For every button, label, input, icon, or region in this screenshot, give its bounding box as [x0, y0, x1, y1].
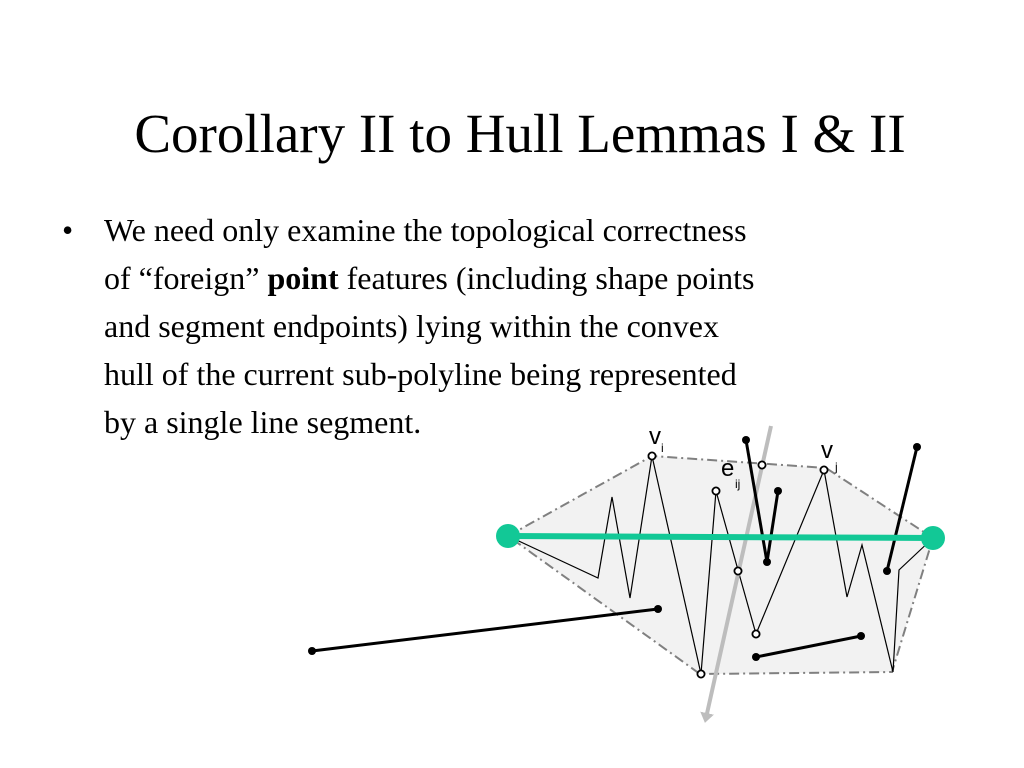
bullet-line-1: We need only examine the topological cor… — [104, 212, 747, 248]
bullet-emphasis-point: point — [267, 260, 339, 296]
shape-point — [757, 460, 767, 470]
foreign-point — [763, 558, 771, 566]
foreign-point — [654, 605, 662, 613]
bullet-line-2-start: of “foreign” — [104, 260, 268, 296]
shape-point-vj — [819, 465, 829, 475]
shape-point — [751, 629, 761, 639]
shape-point — [733, 566, 743, 576]
label-eij-sub: ij — [735, 477, 740, 491]
shape-point — [696, 669, 706, 679]
foreign-point — [774, 487, 782, 495]
foreign-point — [752, 653, 760, 661]
shape-point-vi — [647, 451, 657, 461]
bullet-line-2: of “foreign” point features (including s… — [104, 254, 755, 302]
shape-point — [711, 486, 721, 496]
foreign-point — [308, 647, 316, 655]
bullet-line-3: and segment endpoints) lying within the … — [104, 308, 719, 344]
simplified-segment — [507, 533, 934, 541]
convex-hull — [506, 454, 935, 676]
bullet-text: We need only examine the topological cor… — [104, 206, 755, 446]
foreign-point — [913, 443, 921, 451]
label-vi: v — [649, 423, 661, 450]
slide-title: Corollary II to Hull Lemmas I & II — [134, 103, 906, 164]
foreign-segment-v1 — [744, 439, 769, 563]
segment-endpoint-start — [496, 524, 520, 548]
label-vj: v — [821, 437, 833, 464]
bullet-line-4: hull of the current sub-polyline being r… — [104, 356, 737, 392]
foreign-point — [742, 436, 750, 444]
bullet-line-5: by a single line segment. — [104, 404, 422, 440]
foreign-point — [857, 632, 865, 640]
segment-endpoint-end — [921, 526, 945, 550]
shape-points — [647, 451, 829, 679]
foreign-point — [883, 567, 891, 575]
foreign-segment-long — [311, 607, 659, 653]
label-vj-sub: j — [834, 460, 838, 474]
label-vi-sub: i — [661, 441, 664, 455]
foreign-segment-right — [885, 446, 919, 572]
bullet-dot: • — [62, 212, 74, 248]
foreign-segment-v2 — [765, 490, 780, 563]
foreign-segments — [311, 439, 919, 659]
foreign-segment-bottom — [755, 634, 862, 659]
label-eij: e — [721, 455, 734, 482]
foreign-points — [308, 436, 921, 661]
bullet-line-2-end: features (including shape points — [338, 260, 755, 296]
